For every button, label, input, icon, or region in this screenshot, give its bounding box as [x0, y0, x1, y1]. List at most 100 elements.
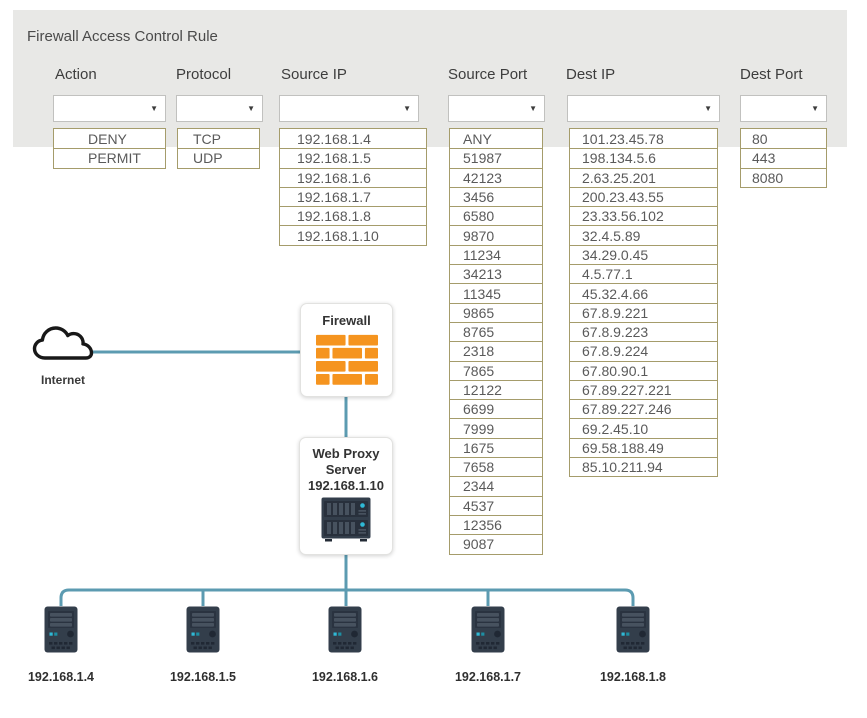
tower-pc-icon	[616, 606, 650, 653]
list-option[interactable]: 69.2.45.10	[570, 418, 717, 437]
list-option[interactable]: 11234	[450, 244, 542, 264]
list-option[interactable]: 12356	[450, 514, 542, 534]
source-port-dropdown[interactable]: ▼	[448, 95, 545, 122]
chevron-down-icon: ▼	[529, 103, 537, 113]
list-option[interactable]: 32.4.5.89	[570, 225, 717, 244]
list-option[interactable]: 6580	[450, 206, 542, 225]
tower-pc-icon	[186, 606, 220, 653]
internet-label: Internet	[40, 373, 85, 387]
chevron-down-icon: ▼	[150, 103, 158, 113]
list-option[interactable]: 101.23.45.78	[582, 130, 664, 147]
proxy-label-line2: Server	[325, 462, 367, 477]
list-option[interactable]: 7999	[450, 418, 542, 437]
dest-ip-dropdown[interactable]: ▼	[567, 95, 720, 122]
host-node: 192.168.1.8	[573, 606, 693, 684]
list-option[interactable]: UDP	[178, 148, 259, 167]
list-option[interactable]: 80	[752, 130, 768, 147]
protocol-dropdown[interactable]: ▼	[176, 95, 263, 122]
list-option[interactable]: 192.168.1.6	[280, 167, 426, 187]
list-option[interactable]: 192.168.1.7	[280, 186, 426, 206]
action-dropdown[interactable]: ▼	[53, 95, 166, 122]
list-option[interactable]: 198.134.5.6	[570, 148, 717, 167]
host-node: 192.168.1.4	[1, 606, 121, 684]
tower-pc-icon	[328, 606, 362, 653]
firewall-node: Firewall	[300, 303, 393, 397]
firewall-brick-icon	[315, 334, 378, 385]
list-option[interactable]: 4.5.77.1	[570, 264, 717, 283]
list-option[interactable]: 2318	[450, 341, 542, 360]
list-option[interactable]: 443	[741, 148, 826, 167]
list-option[interactable]: 2344	[450, 476, 542, 495]
chevron-down-icon: ▼	[704, 103, 712, 113]
list-option[interactable]: 192.168.1.4	[297, 130, 371, 147]
list-option[interactable]: 67.8.9.221	[570, 302, 717, 322]
list-option[interactable]: 23.33.56.102	[570, 206, 717, 225]
list-option[interactable]: 12122	[450, 379, 542, 399]
internet-cloud-icon	[32, 326, 94, 360]
column-header-source-port: Source Port	[448, 66, 528, 83]
list-option[interactable]: 8765	[450, 321, 542, 341]
web-proxy-server-node: Web Proxy Server 192.168.1.10	[299, 437, 393, 555]
proxy-ip-label: 192.168.1.10	[308, 478, 384, 493]
tower-pc-icon	[471, 606, 505, 653]
host-ip-label: 192.168.1.6	[311, 670, 379, 684]
list-option[interactable]: 8080	[741, 167, 826, 187]
list-option[interactable]: 200.23.43.55	[570, 186, 717, 206]
list-option[interactable]: 1675	[450, 437, 542, 457]
list-option[interactable]: 7658	[450, 457, 542, 476]
chevron-down-icon: ▼	[247, 103, 255, 113]
host-node: 192.168.1.5	[143, 606, 263, 684]
list-option[interactable]: 7865	[450, 360, 542, 380]
list-option[interactable]: 51987	[450, 148, 542, 167]
list-option[interactable]: 192.168.1.5	[280, 148, 426, 167]
list-option[interactable]: 67.89.227.221	[570, 379, 717, 399]
list-option[interactable]: 9865	[450, 302, 542, 322]
list-option[interactable]: 3456	[450, 186, 542, 206]
list-option[interactable]: 9870	[450, 225, 542, 244]
list-option[interactable]: ANY	[463, 130, 492, 147]
column-header-protocol: Protocol	[176, 66, 232, 83]
list-option[interactable]: 192.168.1.8	[280, 206, 426, 225]
list-option[interactable]: TCP	[193, 130, 221, 147]
tower-pc-icon	[44, 606, 78, 653]
source-ip-dropdown[interactable]: ▼	[279, 95, 419, 122]
list-option[interactable]: PERMIT	[54, 148, 165, 167]
list-option[interactable]: 6699	[450, 399, 542, 418]
list-option[interactable]: 67.8.9.224	[570, 341, 717, 360]
host-ip-label: 192.168.1.8	[599, 670, 667, 684]
list-option[interactable]: 4537	[450, 495, 542, 515]
config-panel-background	[13, 10, 847, 147]
host-ip-label: 192.168.1.4	[27, 670, 95, 684]
list-option[interactable]: 42123	[450, 167, 542, 187]
chevron-down-icon: ▼	[403, 103, 411, 113]
column-header-action: Action	[55, 66, 97, 83]
list-option[interactable]: 2.63.25.201	[570, 167, 717, 187]
proxy-label-line1: Web Proxy	[312, 446, 380, 461]
list-option[interactable]: 67.89.227.246	[570, 399, 717, 418]
host-node: 192.168.1.6	[285, 606, 405, 684]
list-option[interactable]: 192.168.1.10	[280, 225, 426, 244]
list-option[interactable]: 34.29.0.45	[570, 244, 717, 264]
host-node: 192.168.1.7	[428, 606, 548, 684]
column-header-source-ip: Source IP	[281, 66, 347, 83]
rack-server-icon	[321, 497, 371, 542]
list-option[interactable]: 67.8.9.223	[570, 321, 717, 341]
host-ip-label: 192.168.1.7	[454, 670, 522, 684]
list-option[interactable]: 45.32.4.66	[570, 283, 717, 302]
column-header-dest-ip: Dest IP	[566, 66, 616, 83]
list-option[interactable]: 34213	[450, 264, 542, 283]
list-option[interactable]: DENY	[88, 130, 127, 147]
dest-port-dropdown[interactable]: ▼	[740, 95, 827, 122]
list-option[interactable]: 9087	[450, 534, 542, 553]
list-option[interactable]: 11345	[450, 283, 542, 302]
list-option[interactable]: 67.80.90.1	[570, 360, 717, 380]
list-option[interactable]: 85.10.211.94	[570, 457, 717, 476]
list-option[interactable]: 69.58.188.49	[570, 437, 717, 457]
internet-node: Internet	[28, 324, 98, 387]
